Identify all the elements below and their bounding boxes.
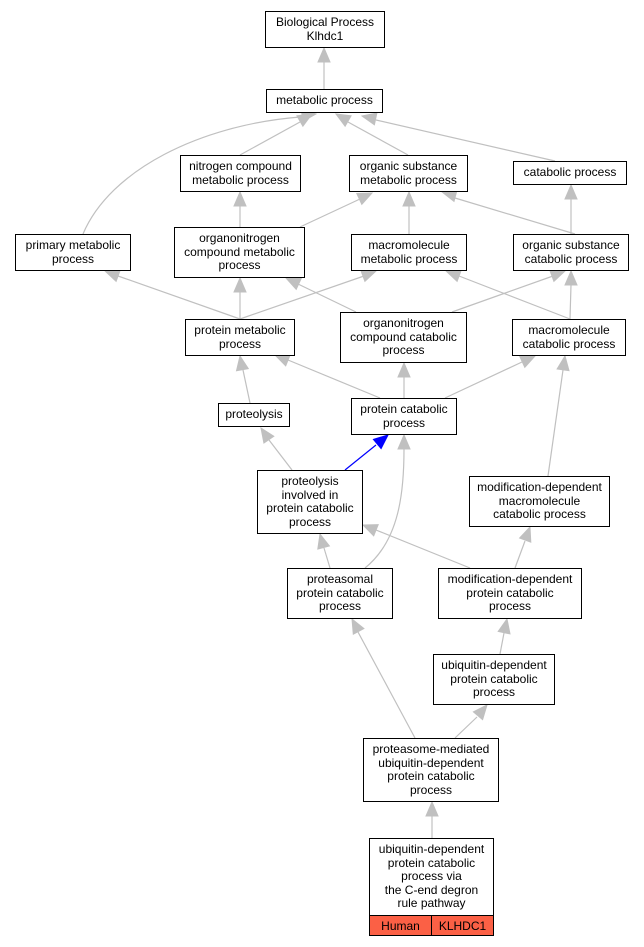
edge-proteinmeta-to-primary-arrowhead bbox=[103, 269, 121, 283]
edge-organonitrocat-to-organiccat bbox=[451, 269, 567, 313]
node-macromolecule-catabolic[interactable]: macromolecule catabolic process bbox=[512, 319, 626, 356]
edge-organonitro-to-organicmeta-arrowhead bbox=[356, 192, 374, 206]
edge-organonitro-to-organicmeta bbox=[299, 192, 374, 228]
edge-proteasomemed-to-proteasomal bbox=[351, 617, 416, 739]
edge-organonitrocat-to-organonitro-arrowhead bbox=[284, 277, 302, 291]
node-metabolic-process[interactable]: metabolic process bbox=[266, 89, 383, 113]
edge-catabolic-to-metabolic bbox=[360, 112, 556, 162]
node-primary-metabolic[interactable]: primary metabolic process bbox=[15, 234, 131, 271]
edge-moddepprot-to-moddepmacro bbox=[514, 525, 532, 569]
edge-moddepmacro-to-macrocat-arrowhead bbox=[556, 354, 570, 372]
node-nitrogen-compound-metabolic[interactable]: nitrogen compound metabolic process bbox=[180, 155, 301, 192]
edge-moddepprot-to-moddepmacro-arrowhead bbox=[518, 525, 532, 543]
species-tag: Human bbox=[370, 915, 432, 935]
edge-ubiq-to-moddepprot-arrowhead bbox=[497, 617, 511, 635]
edge-proteolysis-to-proteinmeta bbox=[235, 354, 251, 404]
edge-organonitrocat-to-organiccat-arrowhead bbox=[549, 269, 567, 283]
edge-proteinmeta-to-macrometa-arrowhead bbox=[360, 269, 378, 283]
edge-proteasomal-to-proteincat bbox=[364, 433, 411, 569]
edge-metabolic-to-root bbox=[317, 46, 331, 89]
edge-macrocat-to-organiccat bbox=[564, 269, 578, 320]
edge-proteolysisinv-to-proteincat-arrowhead bbox=[372, 434, 389, 450]
node-proteasome-mediated[interactable]: proteasome-mediated ubiquitin-dependent … bbox=[363, 738, 499, 802]
edge-proteincat-to-organonitrocat-arrowhead bbox=[397, 361, 411, 378]
node-macromolecule-metabolic[interactable]: macromolecule metabolic process bbox=[351, 234, 467, 271]
node-leaf-c-end-degron[interactable]: ubiquitin-dependent protein catabolic pr… bbox=[369, 838, 494, 936]
edge-proteasomemed-to-proteasomal-arrowhead bbox=[351, 617, 365, 636]
edge-proteinmeta-to-organonitro bbox=[233, 276, 247, 319]
gene-tag: KLHDC1 bbox=[432, 915, 493, 935]
edge-proteolysisinv-to-proteolysis-arrowhead bbox=[260, 426, 275, 444]
edge-proteasomal-to-proteincat-arrowhead bbox=[397, 433, 411, 450]
edge-proteasomemed-to-ubiq bbox=[454, 704, 488, 739]
edge-ubiq-to-moddepprot bbox=[497, 617, 511, 655]
edge-proteasomal-to-proteolysisinv-arrowhead bbox=[317, 532, 331, 550]
edge-organicmeta-to-metabolic-arrowhead bbox=[334, 113, 352, 128]
node-organonitrogen-catabolic[interactable]: organonitrogen compound catabolic proces… bbox=[340, 312, 467, 363]
node-organic-substance-metabolic[interactable]: organic substance metabolic process bbox=[349, 155, 468, 192]
edge-proteasomemed-to-ubiq-arrowhead bbox=[472, 704, 488, 721]
node-moddep-protein-catabolic[interactable]: modification-dependent protein catabolic… bbox=[438, 568, 582, 619]
edge-proteinmeta-to-organonitro-arrowhead bbox=[233, 276, 247, 293]
edge-macrocat-to-macrometa-arrowhead bbox=[444, 269, 462, 283]
edge-catabolic-to-metabolic-arrowhead bbox=[360, 112, 378, 126]
node-protein-metabolic[interactable]: protein metabolic process bbox=[185, 319, 295, 356]
edge-leaf-to-proteasomemed-arrowhead bbox=[425, 800, 439, 817]
edge-proteincat-to-macrocat bbox=[444, 355, 537, 399]
node-biological-process[interactable]: Biological Process Klhdc1 bbox=[265, 11, 385, 48]
edge-proteolysisinv-to-proteolysis bbox=[260, 426, 293, 471]
edge-proteincat-to-proteinmeta-arrowhead bbox=[273, 354, 291, 367]
edge-proteincat-to-macrocat-arrowhead bbox=[519, 355, 537, 369]
edge-organiccat-to-catabolic bbox=[564, 183, 578, 234]
node-moddep-macromolecule-catabolic[interactable]: modification-dependent macromolecule cat… bbox=[469, 476, 610, 527]
node-protein-catabolic[interactable]: protein catabolic process bbox=[351, 398, 457, 435]
edge-moddepprot-to-proteolysisinv bbox=[361, 524, 471, 569]
edge-proteasomal-to-proteolysisinv bbox=[317, 532, 331, 569]
edge-organonitrocat-to-organonitro bbox=[284, 277, 357, 313]
edge-proteinmeta-to-macrometa bbox=[239, 269, 378, 320]
edge-macrometa-to-organicmeta-arrowhead bbox=[402, 190, 416, 207]
edge-macrocat-to-organiccat-arrowhead bbox=[564, 269, 578, 286]
node-catabolic-process[interactable]: catabolic process bbox=[513, 161, 627, 185]
node-organonitrogen-metabolic[interactable]: organonitrogen compound metabolic proces… bbox=[174, 227, 305, 278]
edge-organonitro-to-nitrogen-arrowhead bbox=[233, 190, 247, 207]
edge-moddepprot-to-proteolysisinv-arrowhead bbox=[361, 524, 379, 537]
edge-proteolysisinv-to-proteincat bbox=[344, 434, 389, 471]
edge-organicmeta-to-metabolic bbox=[334, 113, 409, 156]
node-proteolysis-involved[interactable]: proteolysis involved in protein cataboli… bbox=[257, 470, 363, 534]
edge-moddepmacro-to-macrocat bbox=[547, 354, 570, 477]
leaf-label: ubiquitin-dependent protein catabolic pr… bbox=[378, 842, 485, 911]
edge-macrometa-to-organicmeta bbox=[402, 190, 416, 234]
edge-proteincat-to-organonitrocat bbox=[397, 361, 411, 398]
edge-organonitro-to-nitrogen bbox=[233, 190, 247, 227]
node-proteolysis[interactable]: proteolysis bbox=[218, 403, 290, 427]
node-organic-substance-catabolic[interactable]: organic substance catabolic process bbox=[513, 234, 629, 271]
edge-leaf-to-proteasomemed bbox=[425, 800, 439, 838]
edge-proteolysis-to-proteinmeta-arrowhead bbox=[235, 354, 250, 372]
edge-organiccat-to-catabolic-arrowhead bbox=[564, 183, 578, 200]
edge-metabolic-to-root-arrowhead bbox=[317, 46, 331, 63]
node-ubiquitin-dependent-catabolic[interactable]: ubiquitin-dependent protein catabolic pr… bbox=[433, 654, 555, 705]
node-proteasomal-protein-catabolic[interactable]: proteasomal protein catabolic process bbox=[287, 568, 393, 619]
edge-organiccat-to-organicmeta bbox=[440, 189, 576, 235]
